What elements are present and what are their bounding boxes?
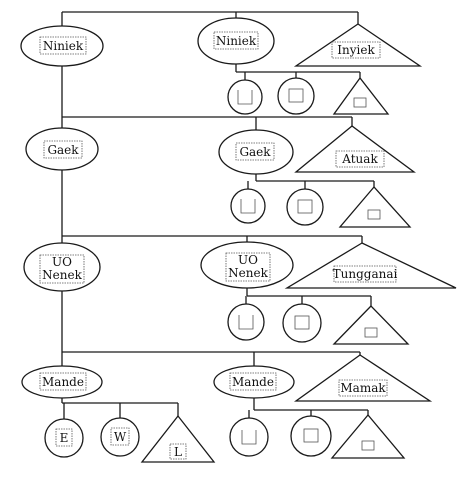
child-l-triangle: L [140,414,216,463]
niniek-left-node: Niniek [20,25,104,67]
gaek-left-label: Gaek [47,143,79,157]
uo-nenek-left-label-line1: UO [52,255,72,269]
gen3-sibling-triangle [332,305,410,345]
gaek-right-node: Gaek [218,129,294,175]
tungganai-triangle: Tungganai [284,242,457,289]
niniek-left-label: Niniek [43,39,84,53]
gen4-sibling-male [290,415,332,457]
mande-left-node: Mande [21,365,103,399]
uo-nenek-right-label-line1: UO [238,253,258,267]
gen3-sibling-male [282,303,322,343]
uo-nenek-left-label-line2: Nenek [42,268,82,282]
gaek-right-label: Gaek [239,145,271,159]
child-l-label: L [174,445,182,459]
atuak-label: Atuak [341,152,378,166]
uo-nenek-right-node: UO Nenek [200,241,294,289]
inyiek-triangle: Inyiek [293,23,423,67]
child-e-label: E [60,431,69,445]
mande-right-label: Mande [232,375,274,389]
gen2-sibling-triangle [338,186,412,228]
mamak-triangle: Mamak [293,354,433,402]
connector-lines [61,11,375,420]
inyiek-label: Inyiek [337,43,375,57]
generation-2: Gaek Gaek Atuak [25,125,416,228]
uo-nenek-right-label-line2: Nenek [228,266,268,280]
tungganai-label: Tungganai [333,267,398,281]
atuak-triangle: Atuak [294,125,416,173]
gen1-sibling-triangle [332,76,390,115]
child-w-label: W [114,430,127,444]
gen4-sibling-female [229,417,269,457]
gen1-sibling-female [227,79,263,115]
generation-1: Niniek Niniek Inyiek [20,17,423,115]
generation-3: UO Nenek UO Nenek Tungganai [23,241,457,345]
gaek-left-node: Gaek [25,127,99,171]
gen4-sibling-triangle [330,413,406,459]
child-w-node: W [100,417,140,457]
mamak-label: Mamak [340,381,386,395]
gen1-sibling-male [277,77,315,115]
mande-left-label: Mande [42,375,84,389]
gen2-sibling-female [230,188,266,224]
gen2-sibling-male [286,188,324,226]
child-e-node: E [44,418,84,458]
generation-4: Mande Mande Mamak E W L [21,354,433,463]
mande-right-node: Mande [213,365,295,399]
uo-nenek-left-node: UO Nenek [23,242,101,292]
gen3-sibling-female [227,303,265,341]
niniek-right-label: Niniek [216,34,257,48]
niniek-right-node: Niniek [197,17,275,65]
